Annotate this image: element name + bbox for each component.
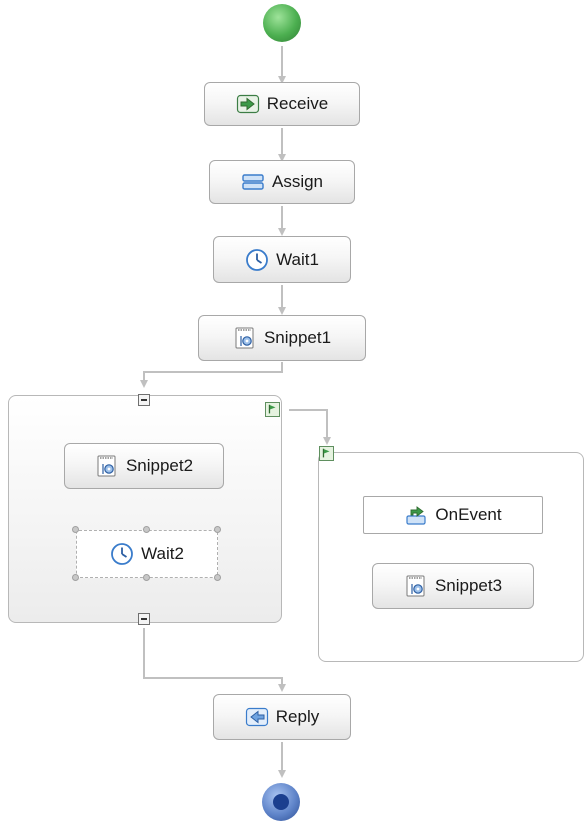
activity-snippet2[interactable]: Snippet2 [64,443,224,489]
clock-icon [111,543,133,565]
activity-label: Wait2 [141,544,184,563]
activity-label: Wait1 [276,249,319,269]
event-handler-container[interactable] [318,452,584,662]
activity-snippet3[interactable]: Snippet3 [372,563,534,609]
snippet-icon [406,575,425,597]
onevent-icon [406,506,427,525]
scope-container[interactable] [8,395,282,623]
start-node[interactable] [263,4,301,42]
activity-wait2[interactable]: Wait2 [76,530,218,578]
activity-snippet1[interactable]: Snippet1 [198,315,366,361]
connector-snippet1-scope [140,362,283,388]
activity-assign[interactable]: Assign [209,160,355,204]
selection-handle[interactable] [214,526,221,533]
snippet-icon [97,455,116,477]
flag-icon[interactable] [319,446,334,461]
flag-icon[interactable] [265,402,280,417]
activity-label: Assign [271,172,324,191]
selection-handle[interactable] [214,574,221,581]
selection-handle[interactable] [143,526,150,533]
end-node[interactable] [262,783,300,821]
selection-handle[interactable] [143,574,150,581]
end-node-inner-dot [273,794,289,810]
activity-label: Snippet2 [125,456,194,475]
connector-scope-reply [143,628,286,692]
activity-receive[interactable]: Receive [204,82,360,126]
snippet-icon [235,327,254,349]
clock-icon [246,248,268,271]
activity-label: Snippet1 [263,328,332,347]
activity-label: Receive [266,94,329,113]
selection-handle[interactable] [72,526,79,533]
collapse-icon[interactable] [138,394,150,406]
collapse-icon[interactable] [138,613,150,625]
activity-reply[interactable]: Reply [213,694,351,740]
connector-scope-flag-handler [289,409,331,445]
activity-onevent[interactable]: OnEvent [363,496,543,534]
activity-label: Reply [275,707,320,726]
receive-icon [236,94,259,114]
assign-icon [242,174,264,190]
activity-label: Snippet3 [434,576,503,595]
selection-handle[interactable] [72,574,79,581]
activity-label: OnEvent [435,505,502,524]
reply-icon [245,707,268,727]
activity-wait1[interactable]: Wait1 [213,236,351,283]
